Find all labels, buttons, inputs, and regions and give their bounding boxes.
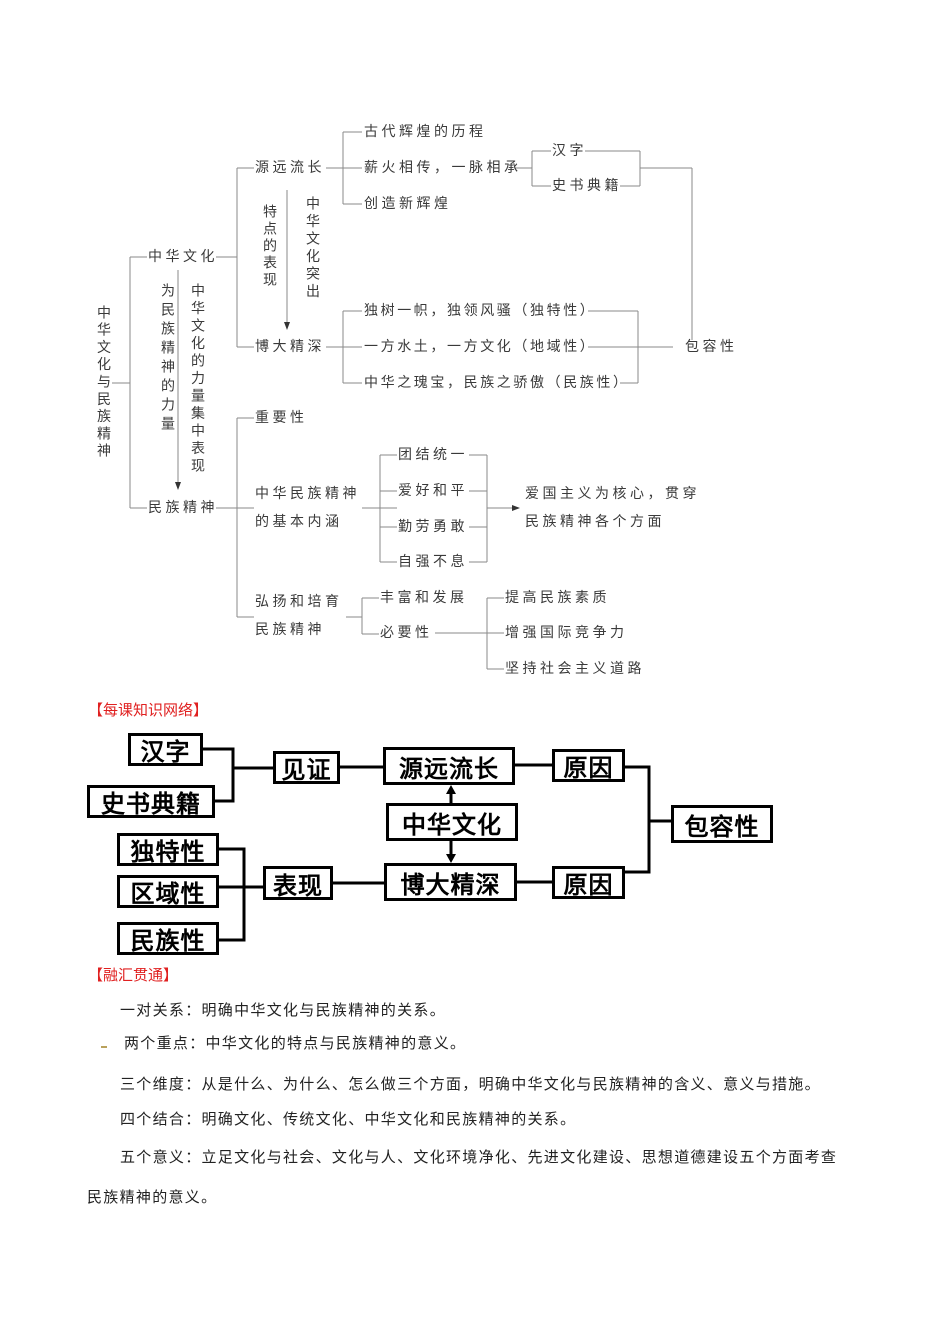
necessity-item: 增强国际竞争力	[505, 625, 628, 641]
integration-heading: 【融汇贯通】	[88, 966, 179, 984]
box-inclusiveness: 包容性	[671, 805, 773, 843]
connotation-item: 爱好和平	[398, 483, 468, 499]
features-arrow-note: 中华文化突出	[304, 196, 320, 301]
link-note-right: 中华文化的力量集中表现	[189, 283, 205, 476]
culture-label: 中华文化	[148, 249, 218, 265]
box-chinese-characters: 汉字	[128, 733, 203, 766]
concept-map-connectors	[112, 131, 693, 670]
evidence-item: 汉字	[552, 143, 587, 159]
origin-label: 源远流长	[255, 160, 325, 176]
arrow-down-icon	[284, 322, 290, 330]
cultivate-label-line1: 弘扬和培育	[255, 594, 343, 610]
connotation-item: 团结统一	[398, 447, 468, 463]
arrow-up-icon	[446, 785, 456, 794]
link-note-left: 为民族精神的力量	[159, 283, 175, 435]
features-note: 特点的表现	[261, 204, 277, 289]
box-manifestation: 表现	[263, 866, 333, 900]
paragraph-two-focuses: 两个重点：中华文化的特点与民族精神的意义。	[124, 1034, 467, 1052]
connotation-item: 自强不息	[398, 554, 468, 570]
inclusive-label: 包容性	[685, 339, 738, 355]
paragraph-three-dimensions: 三个维度：从是什么、为什么、怎么做三个方面，明确中华文化与民族精神的含义、意义与…	[120, 1075, 821, 1093]
necessity-item: 提高民族素质	[505, 590, 610, 606]
importance-label: 重要性	[255, 410, 308, 426]
spirit-label: 民族精神	[148, 500, 218, 516]
connotation-item: 勤劳勇敢	[398, 519, 468, 535]
knowledge-network-connectors	[203, 747, 671, 942]
core-line1: 爱国主义为核心，贯穿	[525, 486, 700, 502]
box-long-history: 源远流长	[383, 747, 515, 785]
paragraph-five-meanings-cont: 民族精神的意义。	[87, 1188, 218, 1206]
depth-item: 一方水土，一方文化（地域性）	[364, 339, 597, 355]
origin-item: 古代辉煌的历程	[364, 124, 487, 140]
knowledge-network-heading: 【每课知识网络】	[88, 701, 209, 719]
box-historical-classics: 史书典籍	[87, 785, 215, 818]
paragraph-one-relation: 一对关系：明确中华文化与民族精神的关系。	[120, 1001, 447, 1019]
arrow-down-icon	[446, 854, 456, 863]
origin-item: 创造新辉煌	[364, 196, 452, 212]
box-uniqueness: 独特性	[117, 833, 219, 866]
connotation-label-line2: 的基本内涵	[255, 514, 343, 530]
list-marker	[101, 1046, 107, 1048]
arrow-down-icon	[175, 482, 181, 490]
arrow-right-icon	[512, 505, 520, 511]
box-regionality: 区域性	[117, 875, 219, 908]
depth-item: 独树一帜，独领风骚（独特性）	[364, 303, 597, 319]
origin-item: 薪火相传，一脉相承	[364, 160, 522, 176]
depth-item: 中华之瑰宝，民族之骄傲（民族性）	[364, 375, 630, 391]
paragraph-five-meanings: 五个意义：立足文化与社会、文化与人、文化环境净化、先进文化建设、思想道德建设五个…	[120, 1148, 838, 1166]
cultivate-label-line2: 民族精神	[255, 622, 325, 638]
box-chinese-culture: 中华文化	[386, 803, 518, 841]
core-line2: 民族精神各个方面	[525, 514, 665, 530]
depth-label: 博大精深	[255, 339, 325, 355]
box-reason-bottom: 原因	[552, 866, 625, 899]
necessity-item: 坚持社会主义道路	[505, 661, 645, 677]
root-label: 中华文化与民族精神	[95, 305, 111, 461]
evidence-item: 史书典籍	[552, 178, 622, 194]
cultivate-item: 丰富和发展	[380, 590, 468, 606]
connotation-label-line1: 中华民族精神	[255, 486, 360, 502]
box-nationality: 民族性	[117, 922, 219, 955]
box-witness: 见证	[273, 751, 340, 784]
box-broad-profound: 博大精深	[384, 863, 517, 901]
paragraph-four-combinations: 四个结合：明确文化、传统文化、中华文化和民族精神的关系。	[120, 1110, 577, 1128]
cultivate-item: 必要性	[380, 625, 433, 641]
box-reason-top: 原因	[552, 749, 625, 782]
